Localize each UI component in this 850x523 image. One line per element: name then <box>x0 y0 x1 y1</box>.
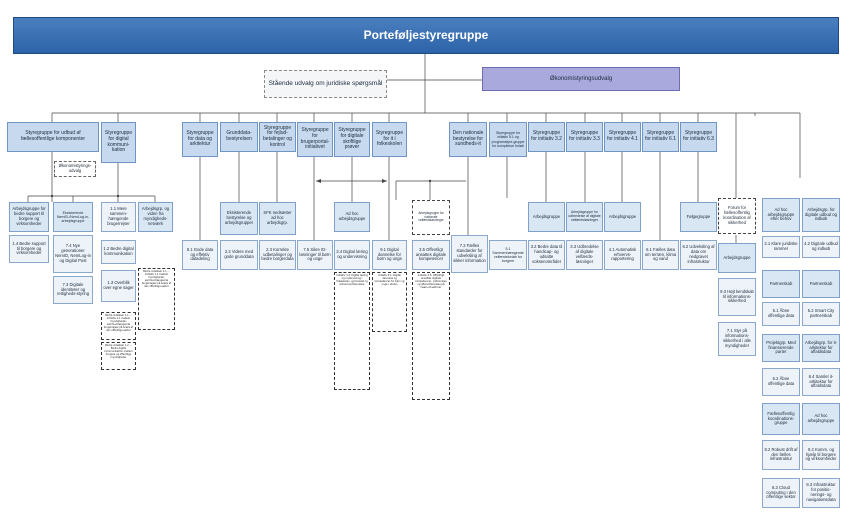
initiative-box: 1.4 Bedre support til borgere og virksom… <box>9 235 49 263</box>
initiative-box: 2.2 Videre med gode grunddata <box>220 240 258 270</box>
working-group: Arbejdsgruppe <box>604 202 641 232</box>
initiative-box: 7.2 Fælles standarder for udveksling af … <box>451 235 488 273</box>
working-group: Eksisterende NemID-/NemLog-in-arbejdsgru… <box>53 202 93 232</box>
side-box: 4.2 Digitale udbud og indkøb <box>802 236 840 258</box>
side-box: Arbejdsgruppe <box>718 243 756 273</box>
initiative-box: 3.3 Udbredelse af digitale velfærds-løsn… <box>566 240 603 270</box>
initiative-box: 3.2 Bedre data til handicap- og udsatte … <box>528 240 565 270</box>
initiative-box: 2.3 Korrekte udbetalinger og bedre borge… <box>259 240 296 270</box>
detail-text-box: Bedre indsatser 1.1 ... Initiativ 1.1 me… <box>101 312 136 340</box>
initiative-box: 3.4 Digital læring og undervisning <box>334 240 370 270</box>
side-box: 9.2 Komm. og hjælp til borgere og virkso… <box>802 440 840 470</box>
working-group: Arbejdsgruppe for bedre support til borg… <box>9 202 49 232</box>
steering-group: Den nationale bestyrelse for sundheds-it <box>449 122 487 157</box>
initiative-box: 8.1 Gode data og effektiv datadeling <box>182 240 218 270</box>
initiative-box: 6.2 Udveksling af data om nedgravet infr… <box>680 240 717 270</box>
steering-group: Styregruppe for brugerportal-initiativet <box>297 122 333 157</box>
working-group: Eksisterende bestyrelse og arbejdsgruppe… <box>220 202 258 235</box>
initiative-box: 9.1 Digital dannelse for børn og unge <box>372 240 407 270</box>
steering-group: Styregruppe for udbud af fællesoffentlig… <box>7 122 99 152</box>
steering-group: Styregruppe for digitale skriftlige prøv… <box>334 122 370 157</box>
steering-group: Styregruppe for it i folkeskolen <box>372 122 407 157</box>
working-group: Arbejdsgruppe for nationale velfærdsløsn… <box>412 200 450 235</box>
steering-group: Styregruppe for initiativ 6.3 <box>680 122 717 152</box>
steering-group: Styregruppe for initiativ 4.1 <box>604 122 641 152</box>
working-group: Følgegruppe <box>680 202 717 232</box>
side-box: 8.2 Robust drift af den fælles infrastru… <box>762 440 800 470</box>
side-box: Projektgrp. Med finansierende parter <box>762 334 800 362</box>
detail-text-box: Bedre indsatser 1.2 ... Bedre digital ko… <box>101 342 136 370</box>
side-box: Ad hoc arbejdsgruppe <box>802 403 840 435</box>
steering-group: Styregruppe for initiativ 3.2 <box>528 122 565 152</box>
side-box: 8.3 Cloud computing i den offentlige sek… <box>762 478 800 508</box>
side-box: 5.1 Åbne offentlige data <box>762 302 800 326</box>
initiative-box: 1.3 Overblik over egne sager <box>101 270 136 302</box>
working-group: Arbejdsgrp. og viden fra myndigheds-netv… <box>138 202 173 232</box>
side-box: Arbejdsgrp. for it-arkitektur for affald… <box>802 334 840 362</box>
initiative-box: 3.5 Offentligt ansattes digitale kompete… <box>412 240 450 270</box>
steering-group: Styregruppe for fejlud-betalinger og kon… <box>259 122 296 152</box>
economy-subcommittee: Økonomistyrings-udvalg <box>54 161 96 177</box>
working-group: 1.1 Mere sammen-hængende brugerrejser <box>101 202 136 232</box>
steering-group: Styregruppe for data og arkitektur <box>182 122 218 157</box>
detail-text-box: Initiativ 3.4: Digital læring og undervi… <box>334 272 370 390</box>
side-box: 2.1 Klare juridiske rammer <box>762 236 800 258</box>
initiative-box: 5.1 Sammenhængende velfærdsforløb for bo… <box>489 240 527 270</box>
working-group: SFK nedsætter ad hoc arbejdsgrp. <box>259 202 296 235</box>
portfolio-steering-group: Porteføljestyregruppe <box>13 17 839 54</box>
side-box: Fællesoffentlig koordinations-gruppe <box>762 403 800 435</box>
side-box: 9.3 Højt kendskab til informations-sikke… <box>718 278 756 316</box>
legal-committee: Stående udvalg om juridiske spørgsmål <box>264 70 387 98</box>
steering-group: Styregruppe for initiativ 5.1 og program… <box>489 122 527 157</box>
initiative-box: 7.4 Nye generationer NemID, NemLog-in og… <box>53 235 93 273</box>
steering-group: Styregruppe for initiativ 3.3 <box>566 122 603 152</box>
steering-group: Styregruppe for initiativ 6.1 <box>642 122 679 152</box>
working-group: Ad hoc arbejdsgruppe <box>334 202 370 232</box>
side-box: Arbejdsgrp. for digitale udbud og indkøb <box>802 198 840 232</box>
detail-text-box: Bedre indsatser 1.1 ... Initiativ 1.1 me… <box>138 268 175 330</box>
side-box: Forum for fællesoffentlig koordination a… <box>718 198 756 234</box>
working-group: Arbejdsgruppe <box>528 202 565 232</box>
side-box: Partnerskab <box>762 270 800 298</box>
side-box: 5.2 Smart City partnerskab <box>802 302 840 326</box>
side-box: Partnerskab <box>802 270 840 298</box>
initiative-box: 7.5 Sikre ID-løsninger til børn og unge <box>297 240 333 270</box>
steering-group: Grunddata-bestyrelsen <box>220 122 258 152</box>
steering-group: Styregruppe for digital kommuni-kation <box>101 122 136 163</box>
initiative-box: 1.2 Bedre digital kommunikation <box>101 240 136 264</box>
initiative-box: 7.3 Digitale identiteter og rettigheds-s… <box>53 276 93 304</box>
detail-text-box: Initiativ 3.5: Offentligt ansattes digit… <box>412 272 450 400</box>
detail-text-box: Initiativ 9.1: Digital dannelse og kompe… <box>372 272 407 332</box>
initiative-box: 4.1 Automatisk erhvervs-rapportering <box>604 240 641 270</box>
side-box: 8.4 Samlet it-arkitektur for affaldsdata <box>802 368 840 396</box>
side-box: 6.2 Åbne offentlige data <box>762 368 800 396</box>
page-title: Porteføljestyregruppe <box>363 27 489 42</box>
side-box: Ad hoc arbejdsgruppe efter behov <box>762 198 800 232</box>
side-box: 8.3 Infrastruktur for positio-nerings- o… <box>802 478 840 508</box>
initiative-box: 6.1 Fælles data om terræn, klima og vand <box>642 240 679 270</box>
economy-committee: Økonomistyringsudvalg <box>482 67 680 91</box>
working-group: Arbejdsgruppe for udbredelse af digitale… <box>566 202 603 232</box>
side-box: 7.1 Styr på informations-sikkerhed i all… <box>718 322 756 356</box>
